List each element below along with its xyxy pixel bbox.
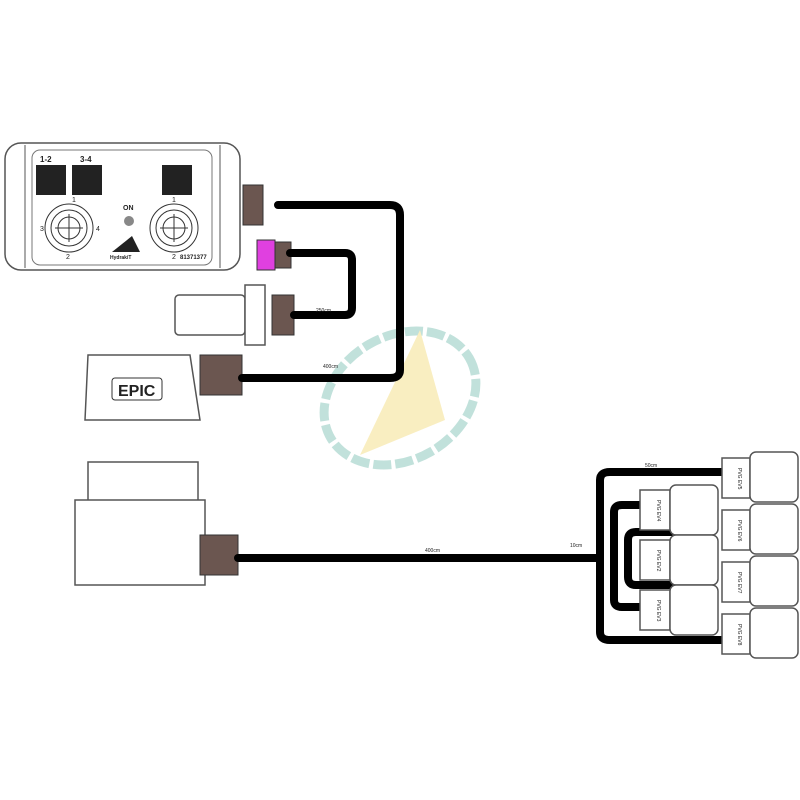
joystick-left[interactable] [44, 203, 94, 253]
sensor-plug [174, 284, 295, 346]
valve-connector: PVG EV5 [721, 451, 799, 503]
joystick-right[interactable] [149, 203, 199, 253]
splitter-branches [596, 468, 726, 644]
part-number: 81371377 [180, 255, 207, 261]
label-top-cable: 400cm [323, 364, 338, 370]
button-3-4[interactable] [72, 165, 102, 195]
label-sensor-cable: 250cm [316, 308, 331, 314]
label-branch-length: 50cm [645, 463, 657, 469]
on-indicator-icon [124, 216, 134, 226]
valve-connector: PVG EV4 [639, 484, 719, 536]
valve-connector: PVG EV7 [721, 555, 799, 607]
connector-housing [74, 461, 239, 586]
epic-connector: EPIC [84, 354, 243, 421]
valve-connector: PVG EV8 [721, 607, 799, 659]
joy-left-left: 3 [40, 226, 44, 233]
brand-label: HydrakiT [110, 255, 131, 261]
cable-gland-top [242, 184, 264, 226]
button-1-2[interactable] [36, 165, 66, 195]
button-right[interactable] [162, 165, 192, 195]
cable-top-400cm [238, 201, 404, 382]
valve-label: PVG EV6 [736, 520, 742, 542]
valve-label: PVG EV5 [736, 468, 742, 490]
joy-left-right: 4 [96, 226, 100, 233]
valve-label: PVG EV7 [736, 572, 742, 594]
joy-left-bottom: 2 [66, 254, 70, 261]
valve-label: PVG EV8 [736, 624, 742, 646]
valve-label: PVG EV4 [655, 500, 661, 522]
control-box: 1-2 3-4 ON 1 3 4 2 1 2 HydrakiT 81371377 [4, 142, 292, 271]
valve-connector: PVG EV2 [639, 534, 719, 586]
brand-logo-icon [112, 236, 140, 252]
valve-label: PVG EV2 [655, 550, 661, 572]
valve-connector: PVG EV3 [639, 584, 719, 636]
valve-column-right: PVG EV5 PVG EV6 PVG EV7 PVG EV8 [721, 451, 799, 659]
cable-sensor-250cm [286, 249, 356, 319]
joy-right-top: 1 [172, 197, 176, 204]
joy-right-bottom: 2 [172, 254, 176, 261]
button-label-1-2: 1-2 [40, 155, 52, 164]
label-main-cable: 400cm [425, 548, 440, 554]
button-label-3-4: 3-4 [80, 155, 92, 164]
magenta-collar [256, 239, 276, 271]
label-split-length: 10cm [570, 543, 582, 549]
valve-label: PVG EV3 [655, 600, 661, 622]
valve-column-left: PVG EV4 PVG EV2 PVG EV3 [639, 484, 719, 636]
valve-connector: PVG EV6 [721, 503, 799, 555]
epic-label: EPIC [118, 383, 156, 400]
watermark-logo [319, 326, 481, 470]
joy-left-top: 1 [72, 197, 76, 204]
on-label: ON [123, 205, 134, 212]
